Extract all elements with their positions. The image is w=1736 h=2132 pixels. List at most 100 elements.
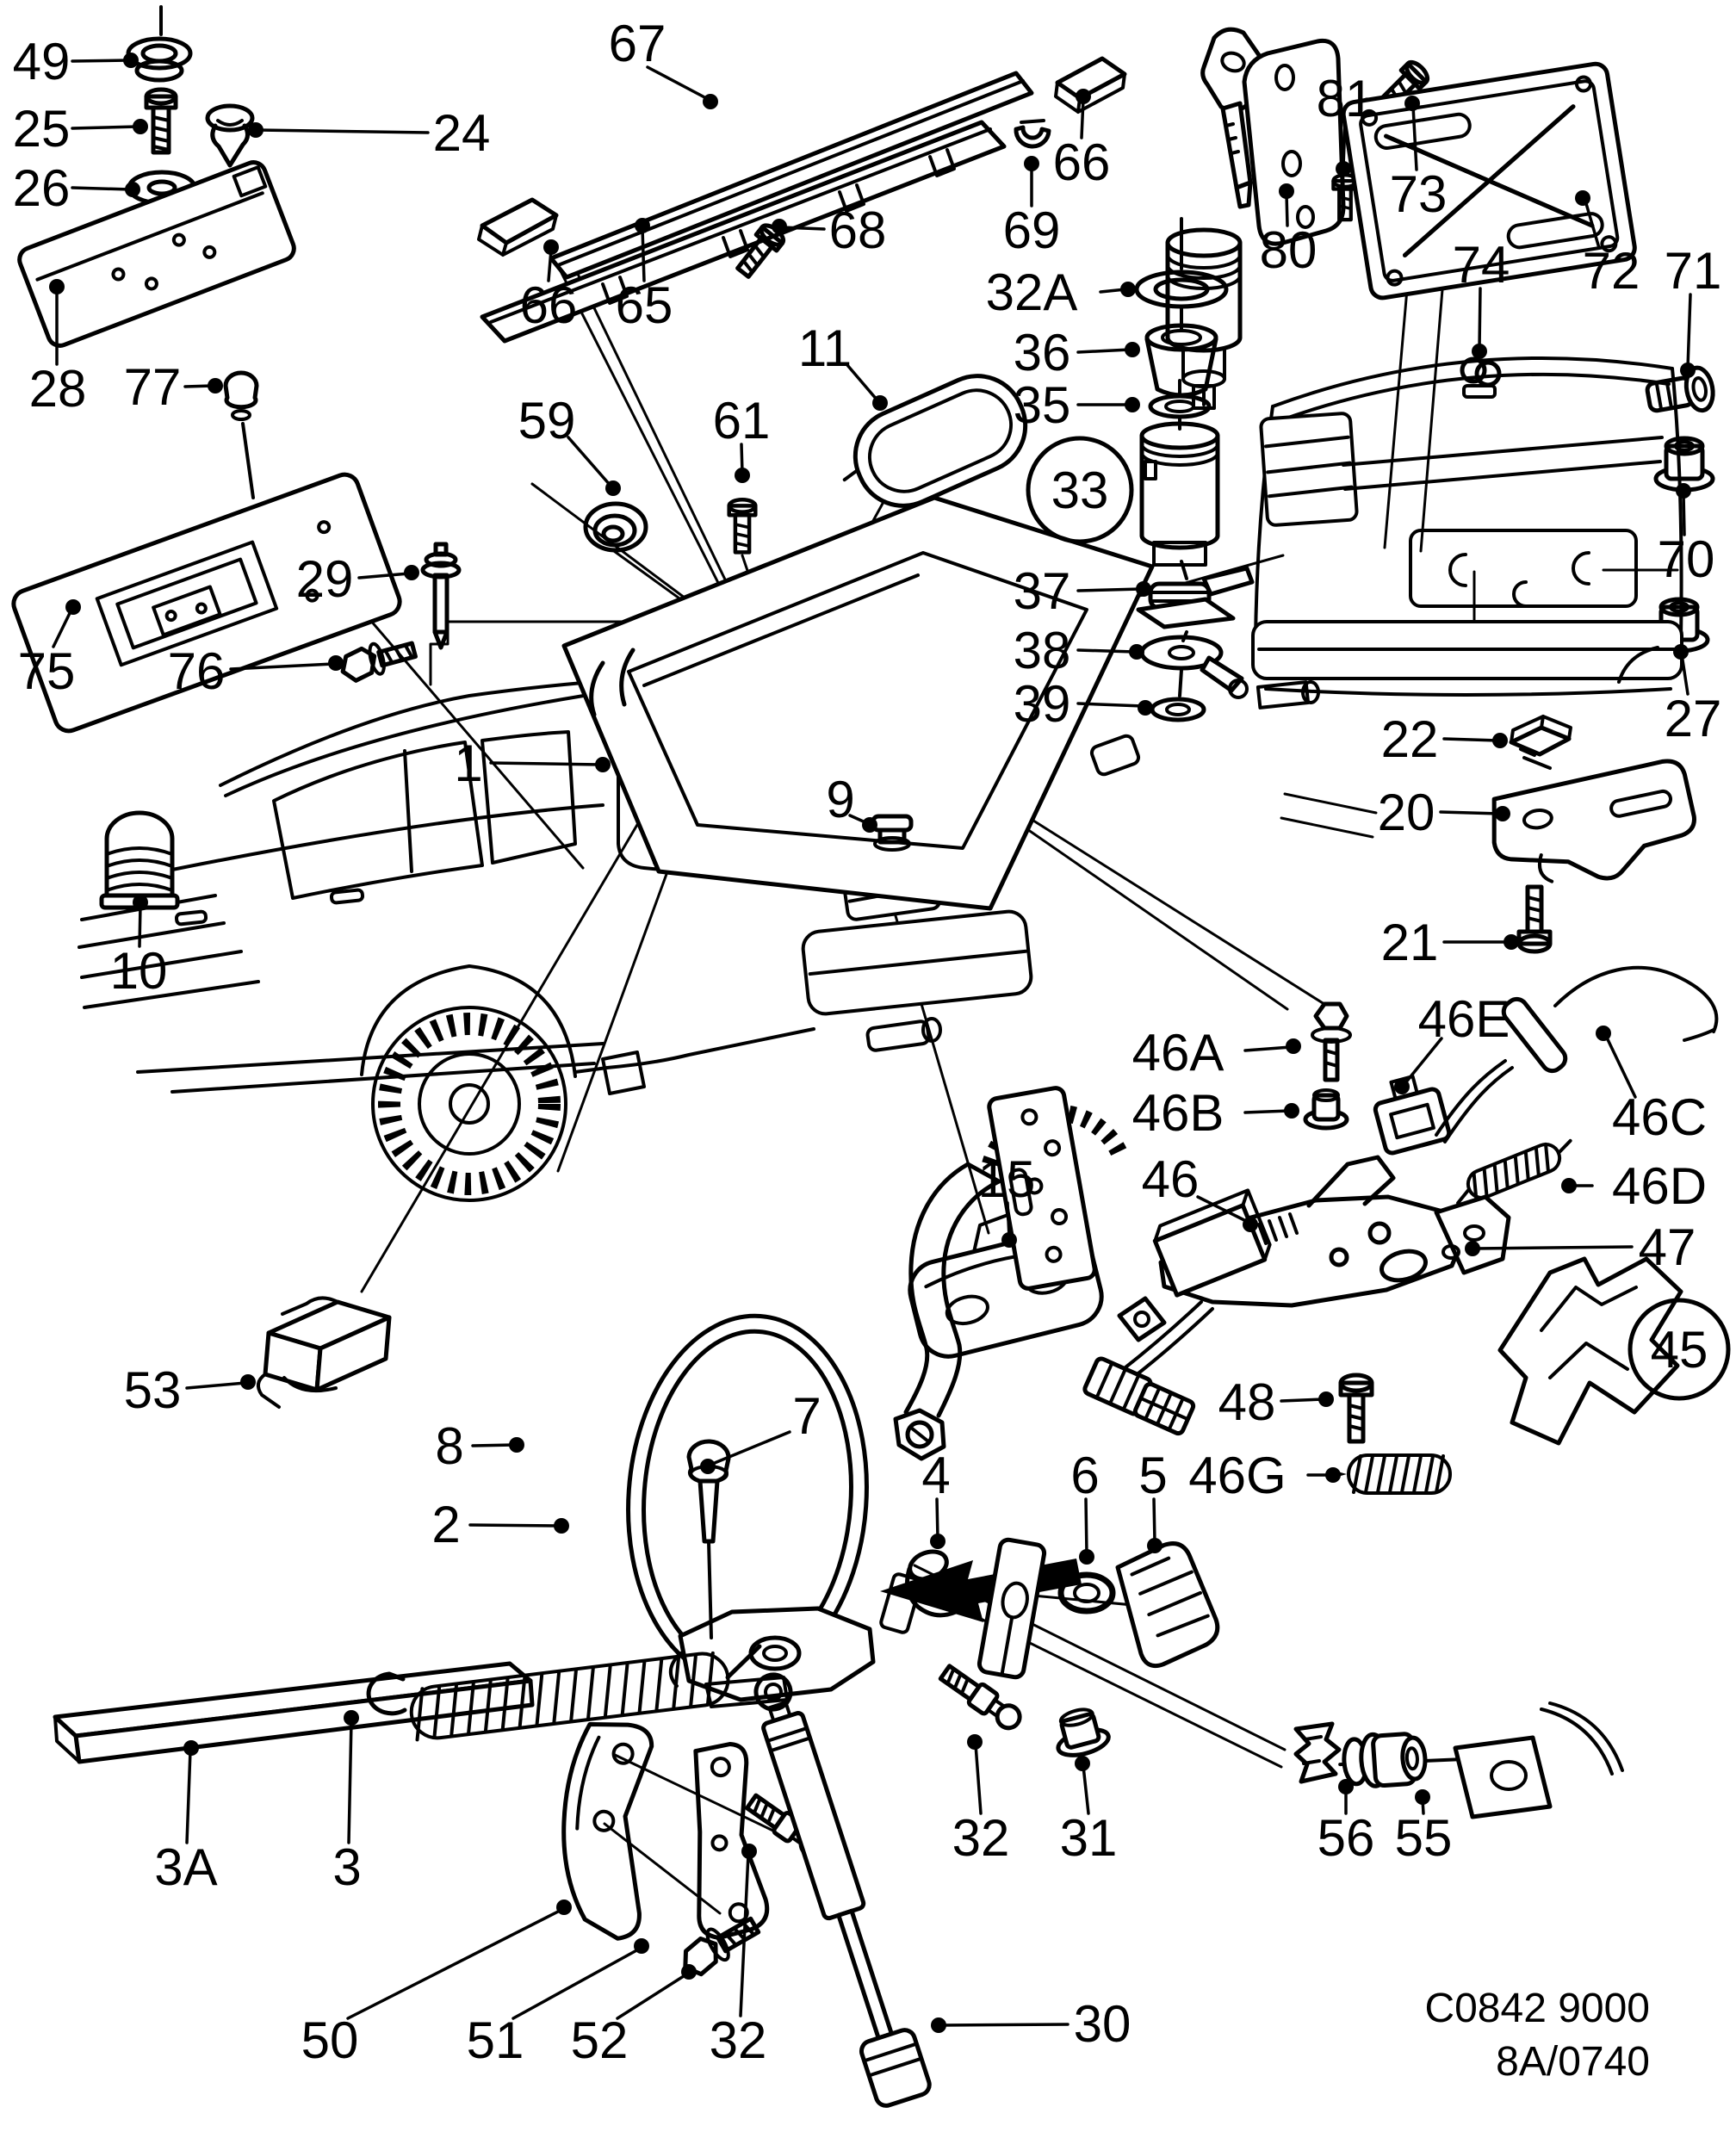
- callout-66: 66: [520, 239, 577, 334]
- callout-69: 69: [1003, 156, 1060, 259]
- svg-text:80: 80: [1260, 221, 1318, 279]
- part-48-screw: [1338, 1373, 1374, 1444]
- part-11-lamp: [842, 374, 1028, 508]
- part-10-bellows: [99, 810, 180, 910]
- part-66-end-cap-right: [1054, 56, 1127, 114]
- svg-text:68: 68: [829, 201, 887, 259]
- callout-51: 51: [467, 1938, 649, 2069]
- callout-3: 3: [332, 1710, 362, 1896]
- callout-33: 33: [1026, 436, 1134, 544]
- svg-text:65: 65: [616, 276, 673, 334]
- callout-75: 75: [18, 599, 81, 700]
- svg-text:29: 29: [296, 550, 354, 608]
- callout-71: 71: [1665, 242, 1721, 378]
- svg-text:66: 66: [1053, 133, 1111, 191]
- callout-9: 9: [826, 771, 877, 833]
- part-39-washer: [1150, 697, 1206, 722]
- svg-text:32: 32: [952, 1809, 1010, 1867]
- hole-leader: [603, 1822, 722, 1915]
- callout-24: 24: [248, 104, 490, 162]
- part-4-latch-piece: [879, 1549, 969, 1634]
- part-mid-bracket: [976, 1537, 1047, 1680]
- part-37-cam: [1136, 566, 1255, 629]
- svg-text:38: 38: [1014, 622, 1071, 679]
- callout-46C: 46C: [1596, 1026, 1707, 1146]
- part-56-clip: [1293, 1721, 1342, 1784]
- part-9-plug-cap: [871, 814, 914, 852]
- part-66-end-cap-left: [477, 197, 559, 257]
- svg-text:53: 53: [124, 1361, 182, 1419]
- callout-8: 8: [435, 1417, 524, 1475]
- svg-text:46C: 46C: [1612, 1088, 1707, 1146]
- callout-72: 72: [1575, 190, 1640, 300]
- svg-text:27: 27: [1665, 690, 1722, 747]
- callout-46E: 46E: [1394, 990, 1510, 1094]
- car-side-view: [78, 624, 1130, 1202]
- callout-80: 80: [1260, 183, 1318, 279]
- part-77-knob: [223, 370, 259, 499]
- callout-56: 56: [1318, 1779, 1374, 1867]
- part-38-plate: [1139, 635, 1249, 699]
- part-75-panel: [11, 472, 402, 734]
- plate-ref: 8A/0740: [1496, 2039, 1650, 2085]
- svg-text:70: 70: [1658, 530, 1715, 588]
- part-20-bracket: [1491, 759, 1696, 883]
- part-8-hinge-arm: [893, 1162, 1001, 1461]
- callout-2: 2: [431, 1496, 569, 1553]
- svg-text:7: 7: [792, 1387, 821, 1445]
- part-32-ball-stud-right: [938, 1664, 1022, 1731]
- callout-28: 28: [29, 279, 86, 418]
- svg-text:76: 76: [168, 642, 226, 700]
- svg-text:72: 72: [1583, 242, 1640, 300]
- callout-74: 74: [1453, 236, 1510, 359]
- callout-46G: 46G: [1188, 1447, 1341, 1504]
- svg-text:9: 9: [826, 771, 854, 828]
- svg-text:1: 1: [454, 734, 482, 792]
- callout-32A: 32A: [986, 263, 1136, 321]
- svg-text:33: 33: [1051, 462, 1109, 519]
- part-74-clip: [1460, 356, 1502, 399]
- svg-text:46D: 46D: [1612, 1157, 1707, 1215]
- part-65-moulding-strip: [480, 120, 1007, 344]
- callout-53: 53: [124, 1361, 256, 1419]
- callout-67: 67: [609, 15, 718, 109]
- svg-text:8: 8: [435, 1417, 463, 1475]
- callout-32: 32: [952, 1734, 1010, 1867]
- callout-31: 31: [1060, 1756, 1118, 1867]
- svg-text:21: 21: [1381, 914, 1439, 971]
- svg-text:36: 36: [1014, 324, 1071, 381]
- part-69-clip: [1014, 119, 1051, 149]
- part-35-washer: [1148, 394, 1212, 419]
- callout-59: 59: [518, 392, 621, 496]
- callout-30: 30: [931, 1995, 1131, 2053]
- callout-37: 37: [1014, 562, 1151, 620]
- part-53-clip: [256, 1296, 392, 1409]
- part-32A-ring: [1134, 270, 1229, 309]
- callout-29: 29: [296, 550, 419, 608]
- part-70-nut: [1653, 436, 1715, 493]
- callout-5: 5: [1138, 1447, 1168, 1553]
- callout-52: 52: [571, 1964, 697, 2069]
- svg-text:67: 67: [609, 15, 666, 72]
- svg-text:3: 3: [332, 1838, 361, 1896]
- callout-61: 61: [713, 392, 770, 483]
- part-28-panel: [17, 160, 296, 348]
- svg-text:81: 81: [1317, 70, 1374, 127]
- callout-50: 50: [301, 1900, 572, 2069]
- svg-text:20: 20: [1378, 784, 1435, 841]
- part-22-clip-nut: [1509, 715, 1572, 770]
- svg-text:31: 31: [1060, 1809, 1118, 1867]
- open-tailgate: [561, 495, 1155, 911]
- svg-text:50: 50: [301, 2011, 359, 2069]
- part-72-licence-plate-bracket: [1341, 61, 1637, 301]
- part-47-cover: [1497, 1256, 1683, 1446]
- svg-text:55: 55: [1395, 1809, 1453, 1867]
- svg-text:32A: 32A: [986, 263, 1078, 321]
- callout-47: 47: [1465, 1218, 1696, 1276]
- svg-text:10: 10: [110, 942, 168, 1000]
- part-33-cylinder-body: [1139, 421, 1220, 567]
- part-21-screw: [1516, 884, 1553, 954]
- svg-text:74: 74: [1453, 236, 1510, 294]
